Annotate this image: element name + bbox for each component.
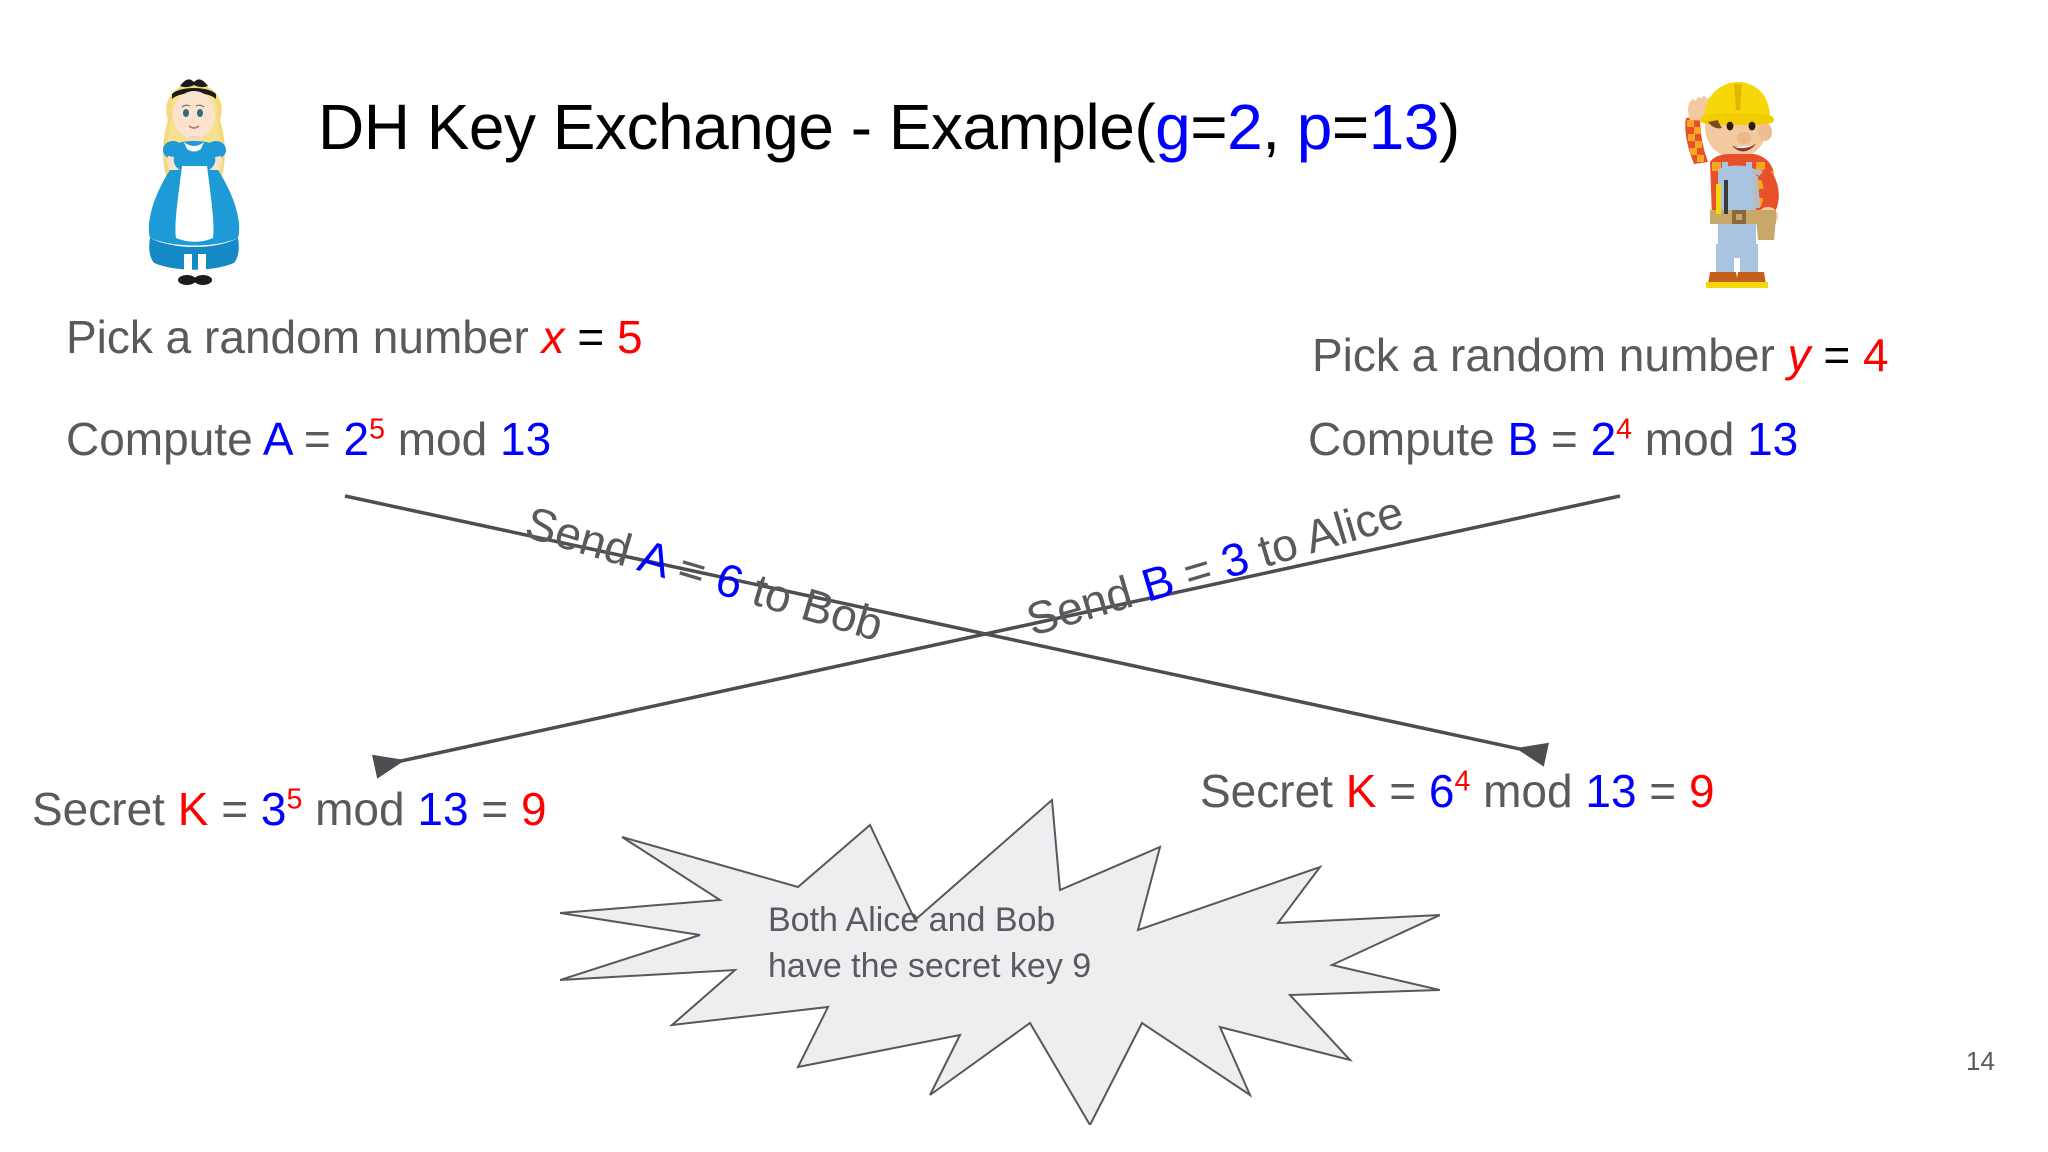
alice-secret-equals-1: =	[208, 783, 261, 835]
arrow-bob-to-alice	[371, 494, 1621, 779]
explosion-text-line-2: have the secret key 9	[768, 946, 1092, 985]
alice-pick-equals: =	[564, 311, 617, 363]
bob-secret-exponent: 4	[1454, 765, 1471, 798]
title-paren-open: (	[1134, 91, 1156, 163]
bob-compute-line: Compute B = 24 mod 13	[1308, 412, 1798, 466]
alice-private-key-variable: x	[541, 311, 565, 363]
slide-page-number: 14	[1966, 1046, 1995, 1076]
slide-title: DH Key Exchange - Example(g=2, p=13)	[318, 90, 1460, 164]
explosion-callout-shape	[560, 797, 1440, 1125]
bob-private-key-variable: y	[1787, 329, 1811, 381]
bob-secret-base: 6	[1428, 765, 1455, 817]
bob-secret-equals-2: =	[1636, 765, 1689, 817]
alice-compute-base: 2	[343, 413, 370, 465]
bob-compute-exponent: 4	[1616, 413, 1633, 446]
alice-secret-equals-2: =	[468, 783, 521, 835]
alice-secret-prefix: Secret	[32, 783, 178, 835]
title-prime-equals: =	[1331, 91, 1369, 163]
explosion-polygon	[560, 797, 1440, 1125]
alice-compute-equals: =	[291, 413, 344, 465]
bob-secret-result: 9	[1688, 765, 1715, 817]
bob-compute-mod-word: mod	[1632, 413, 1748, 465]
alice-compute-modulus: 13	[500, 413, 552, 465]
bob-pick-random-number-line: Pick a random number y = 4	[1312, 328, 1889, 382]
alice-secret-key-line: Secret K = 35 mod 13 = 9	[32, 782, 547, 836]
alice-secret-base: 3	[260, 783, 287, 835]
alice-pick-prefix: Pick a random number	[66, 311, 542, 363]
bob-secret-modulus: 13	[1585, 765, 1637, 817]
bob-secret-key-symbol: K	[1345, 765, 1377, 817]
alice-pick-random-number-line: Pick a random number x = 5	[66, 310, 643, 364]
bob-secret-equals-1: =	[1376, 765, 1429, 817]
title-generator-value: 2	[1227, 91, 1263, 163]
bob-pick-prefix: Pick a random number	[1312, 329, 1788, 381]
alice-compute-mod-word: mod	[384, 413, 500, 465]
title-main-text: DH Key Exchange - Example	[318, 91, 1135, 163]
bob-compute-modulus: 13	[1747, 413, 1799, 465]
bob-private-key-value: 4	[1862, 329, 1889, 381]
title-prime-label: p	[1296, 91, 1333, 163]
bob-public-key-variable: B	[1507, 413, 1539, 465]
bob-compute-base: 2	[1590, 413, 1617, 465]
bob-the-builder-character-image	[1685, 82, 1779, 288]
alice-secret-result: 9	[520, 783, 547, 835]
title-generator-label: g	[1155, 91, 1191, 163]
alice-private-key-value: 5	[616, 311, 643, 363]
bob-secret-prefix: Secret	[1200, 765, 1346, 817]
alice-public-key-variable: A	[262, 413, 292, 465]
alice-compute-line: Compute A = 25 mod 13	[66, 412, 551, 466]
alice-compute-exponent: 5	[369, 413, 385, 446]
bob-secret-key-line: Secret K = 64 mod 13 = 9	[1200, 764, 1715, 818]
alice-secret-exponent: 5	[286, 783, 303, 816]
bob-pick-equals: =	[1810, 329, 1863, 381]
alice-secret-key-symbol: K	[177, 783, 209, 835]
bob-compute-equals: =	[1538, 413, 1591, 465]
explosion-text-line-1: Both Alice and Bob	[768, 901, 1056, 939]
arrow-alice-to-bob	[344, 494, 1550, 767]
title-paren-close: )	[1438, 91, 1460, 163]
explosion-callout-text: Both Alice and Bob have the secret key 9	[768, 898, 1188, 990]
title-comma: ,	[1262, 91, 1297, 163]
title-generator-equals: =	[1190, 91, 1228, 163]
alice-secret-modulus: 13	[417, 783, 469, 835]
alice-secret-mod-word: mod	[302, 783, 418, 835]
bob-secret-mod-word: mod	[1470, 765, 1586, 817]
bob-compute-prefix: Compute	[1308, 413, 1508, 465]
title-prime-value: 13	[1368, 91, 1440, 163]
alice-character-image	[148, 79, 240, 285]
alice-compute-prefix: Compute	[66, 413, 263, 465]
